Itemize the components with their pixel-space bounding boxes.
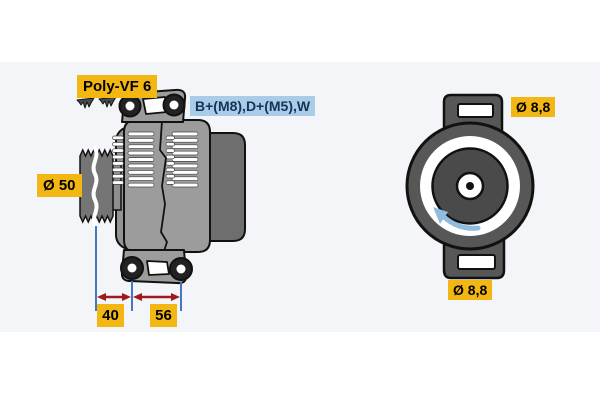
bottom-mount-hole [457,254,496,270]
dimension-label-56: 56 [150,304,177,327]
dimension-lines [95,226,182,311]
pulley-break-line [91,146,99,227]
rear-housing [204,132,246,242]
dimension-arrow-40 [97,293,131,301]
shaft-center-dot [466,182,474,190]
housing-split-line [159,120,168,252]
top-mount-hole-diameter-label: Ø 8,8 [511,97,556,117]
pulley-diameter-label: Ø 50 [37,174,82,197]
belt-profile-icon [76,96,117,109]
belt-type-label: Poly-VF 6 [77,75,158,98]
alternator-side-view [76,88,246,311]
alternator-end-view [405,93,535,280]
rotation-direction-arrow-icon [433,207,481,231]
vent-slots [112,131,199,188]
top-mount-hole [457,103,494,118]
dimension-label-40: 40 [97,304,124,327]
dimension-arrow-56 [133,293,180,301]
terminals-label: B+(M8),D+(M5),W [190,96,316,116]
bottom-mounting-lug [120,249,193,285]
bottom-mount-hole-diameter-label: Ø 8,8 [448,280,493,300]
bottom-lug-slot-hole [146,260,170,276]
